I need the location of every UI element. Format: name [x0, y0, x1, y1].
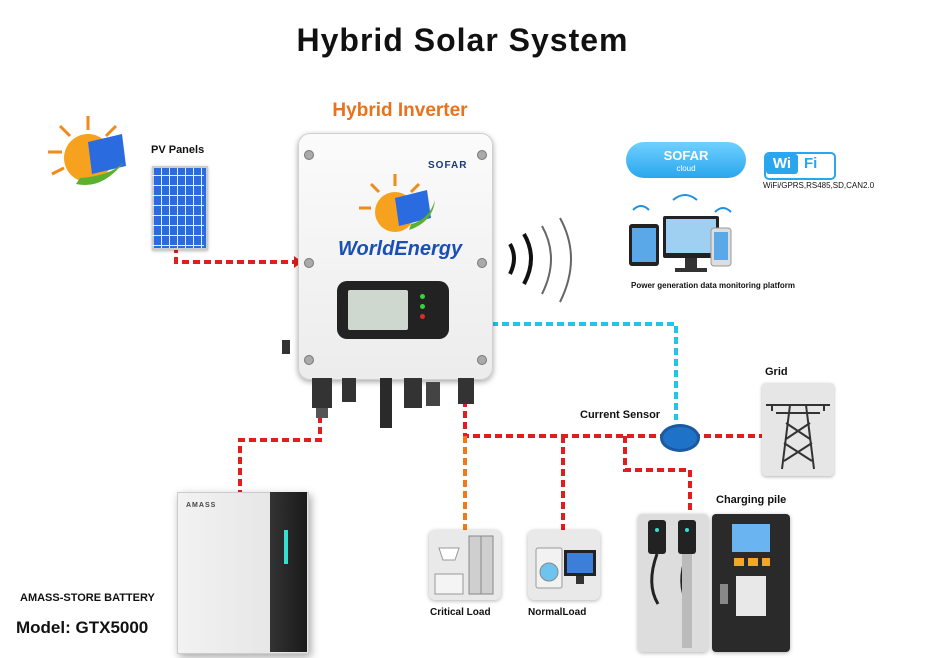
wifi-logo-wi: Wi: [766, 154, 798, 174]
status-led: [420, 304, 425, 309]
cloud-link-line: [491, 322, 678, 420]
screw-icon: [304, 355, 314, 365]
cloud-name: SOFAR: [663, 148, 709, 163]
wireless-signal-icon: [508, 217, 572, 303]
monitoring-devices-icon: [629, 194, 732, 272]
status-led: [420, 314, 425, 319]
current-sensor-label: Current Sensor: [580, 409, 661, 421]
appliances-icon: [434, 535, 494, 595]
charging-pile-label: Charging pile: [716, 494, 787, 506]
pv-panels-label: PV Panels: [151, 144, 205, 156]
ev-charger-icon: [648, 520, 696, 648]
normal-load-label: NormalLoad: [528, 607, 587, 618]
grid-tower-card: [762, 383, 834, 476]
battery-line: [238, 405, 322, 492]
inverter-sun-logo-icon: [359, 174, 435, 232]
inverter-brand: SOFAR: [428, 160, 468, 171]
critical-load-label: Critical Load: [430, 607, 491, 618]
inverter-connectors: [282, 340, 474, 428]
pv-panel-grid: [152, 166, 204, 246]
sun-logo-icon: [48, 116, 126, 186]
current-sensor-icon: [660, 424, 700, 452]
screw-icon: [477, 355, 487, 365]
battery-indicator: [284, 530, 288, 564]
wifi-logo-fi: Fi: [804, 155, 818, 172]
power-tower-icon: [766, 404, 830, 470]
sofar-cloud-icon: [626, 142, 746, 178]
status-led: [420, 294, 425, 299]
battery-side-strip: [270, 492, 307, 652]
battery-brand: AMASS: [186, 502, 217, 509]
screw-icon: [477, 258, 487, 268]
pv-to-inverter-line: [174, 246, 294, 264]
grid-label: Grid: [765, 366, 788, 378]
worldenergy-logo: WorldEnergy: [338, 238, 463, 260]
charging-station-icon: [720, 524, 770, 616]
wifi-protocols: WiFi/GPRS,RS485,SD,CAN2.0: [763, 181, 875, 190]
charging-line: [623, 436, 692, 515]
battery-label: AMASS-STORE BATTERY: [20, 592, 155, 604]
monitoring-label: Power generation data monitoring platfor…: [631, 281, 796, 290]
page-title: Hybrid Solar System: [296, 22, 629, 58]
inverter-title: Hybrid Inverter: [332, 100, 468, 121]
wifi-logo-icon: [764, 152, 836, 180]
inverter-lcd-screen: [348, 290, 408, 330]
washer-tv-icon: [535, 547, 596, 589]
screw-icon: [304, 150, 314, 160]
battery-model: Model: GTX5000: [16, 618, 149, 637]
screw-icon: [304, 258, 314, 268]
cloud-sub: cloud: [676, 164, 696, 173]
screw-icon: [477, 150, 487, 160]
